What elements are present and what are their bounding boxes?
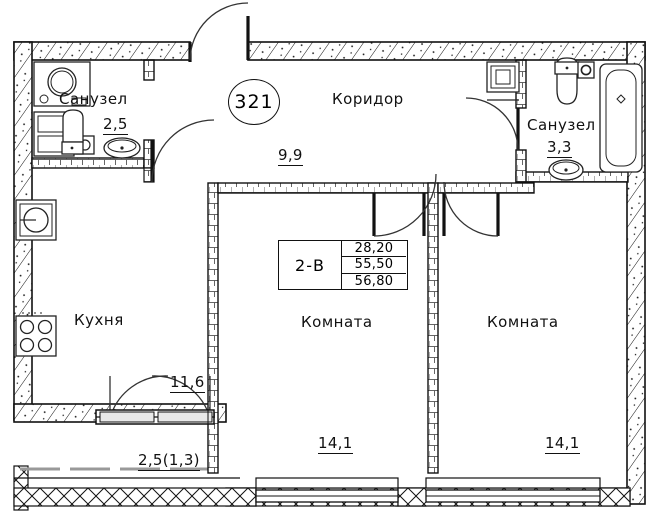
room-area-bath-left: 2,5	[103, 115, 128, 135]
room-label-room-right: Комната	[487, 313, 559, 331]
unit-number-badge: 321	[228, 79, 280, 125]
room-area-bath-right: 3,3	[547, 138, 572, 158]
fixtures-bath-right	[486, 57, 643, 181]
room-area-kitchen: 11,6	[170, 373, 205, 393]
room-label-kitchen: Кухня	[74, 311, 124, 329]
area-living: 28,20	[354, 241, 394, 257]
area-with-balcony: 56,80	[342, 272, 406, 289]
room-label-bath-right: Санузел	[527, 116, 596, 134]
fixtures-kitchen	[15, 199, 57, 357]
room-area-corridor: 9,9	[278, 146, 303, 166]
windows	[95, 409, 601, 503]
unit-number: 321	[234, 91, 274, 113]
room-label-bath-left: Санузел	[59, 90, 128, 108]
room-area-room-right: 14,1	[545, 434, 580, 454]
apartment-type: 2-В	[295, 255, 325, 275]
area-total: 55,50	[342, 256, 406, 272]
room-label-room-mid: Комната	[301, 313, 373, 331]
door-swings	[109, 2, 519, 420]
apartment-info-box: 2-В 28,20 55,50 56,80	[278, 240, 408, 290]
balcony-area: 2,5(1,3)	[138, 451, 200, 471]
room-area-room-mid: 14,1	[318, 434, 353, 454]
room-label-corridor: Коридор	[332, 90, 404, 108]
fixtures-bath-left	[33, 61, 141, 159]
tile-edges	[207, 193, 439, 473]
